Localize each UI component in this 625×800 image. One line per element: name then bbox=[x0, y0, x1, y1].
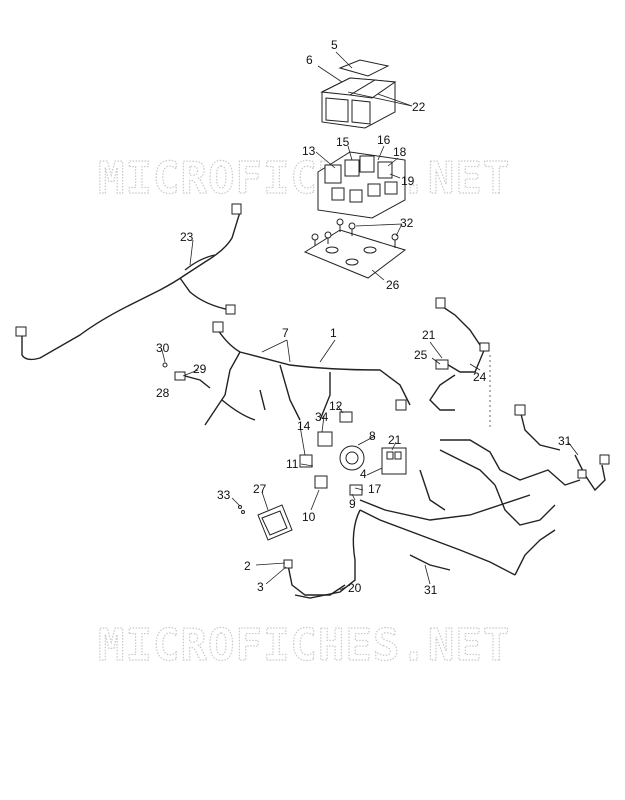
callout-7: 7 bbox=[282, 326, 289, 340]
callout-33: 33 bbox=[217, 488, 231, 502]
callout-21-mid: 21 bbox=[388, 433, 402, 447]
callout-34: 34 bbox=[315, 410, 329, 424]
callout-17: 17 bbox=[368, 482, 382, 496]
callout-8: 8 bbox=[369, 429, 376, 443]
callout-16: 16 bbox=[377, 133, 391, 147]
callout-27: 27 bbox=[253, 482, 267, 496]
mounting-plate bbox=[303, 218, 407, 279]
center-components bbox=[299, 411, 407, 496]
ecu-module bbox=[257, 504, 293, 541]
callout-21-top: 21 bbox=[422, 328, 436, 342]
callout-2: 2 bbox=[244, 559, 251, 573]
harness-23 bbox=[15, 203, 242, 361]
callout-10: 10 bbox=[302, 510, 316, 524]
callout-30: 30 bbox=[156, 341, 170, 355]
callout-15: 15 bbox=[336, 135, 350, 149]
callouts: 5 6 22 13 15 16 18 19 32 26 23 1 7 21 25… bbox=[156, 38, 572, 597]
callout-31-bottom: 31 bbox=[424, 583, 438, 597]
watermark-top: MICROFICHES.NET bbox=[98, 153, 510, 204]
harness-31-right bbox=[514, 404, 610, 492]
callout-14: 14 bbox=[297, 419, 311, 433]
callout-31-right: 31 bbox=[558, 434, 572, 448]
callout-20: 20 bbox=[348, 581, 362, 595]
callout-28: 28 bbox=[156, 386, 170, 400]
harness-24 bbox=[429, 297, 491, 430]
callout-24: 24 bbox=[473, 370, 487, 384]
leader-lines bbox=[161, 51, 579, 591]
harness-20 bbox=[283, 559, 346, 596]
callout-12: 12 bbox=[329, 399, 343, 413]
callout-4: 4 bbox=[360, 467, 367, 481]
callout-32: 32 bbox=[400, 216, 414, 230]
watermark-bottom: MICROFICHES.NET bbox=[98, 620, 510, 671]
callout-29: 29 bbox=[193, 362, 207, 376]
callout-6: 6 bbox=[306, 53, 313, 67]
callout-11: 11 bbox=[286, 457, 299, 471]
callout-22: 22 bbox=[412, 100, 426, 114]
small-parts bbox=[162, 362, 245, 514]
fuse-relay-box bbox=[317, 151, 406, 219]
callout-5: 5 bbox=[331, 38, 338, 52]
callout-9: 9 bbox=[349, 497, 356, 511]
callout-3: 3 bbox=[257, 580, 264, 594]
relay-cover-assembly bbox=[320, 59, 397, 129]
callout-1: 1 bbox=[330, 326, 337, 340]
main-harness-1 bbox=[204, 321, 581, 599]
callout-23: 23 bbox=[180, 230, 194, 244]
callout-18: 18 bbox=[393, 145, 407, 159]
callout-13: 13 bbox=[302, 144, 316, 158]
callout-26: 26 bbox=[386, 278, 400, 292]
callout-25: 25 bbox=[414, 348, 428, 362]
callout-19: 19 bbox=[401, 174, 415, 188]
